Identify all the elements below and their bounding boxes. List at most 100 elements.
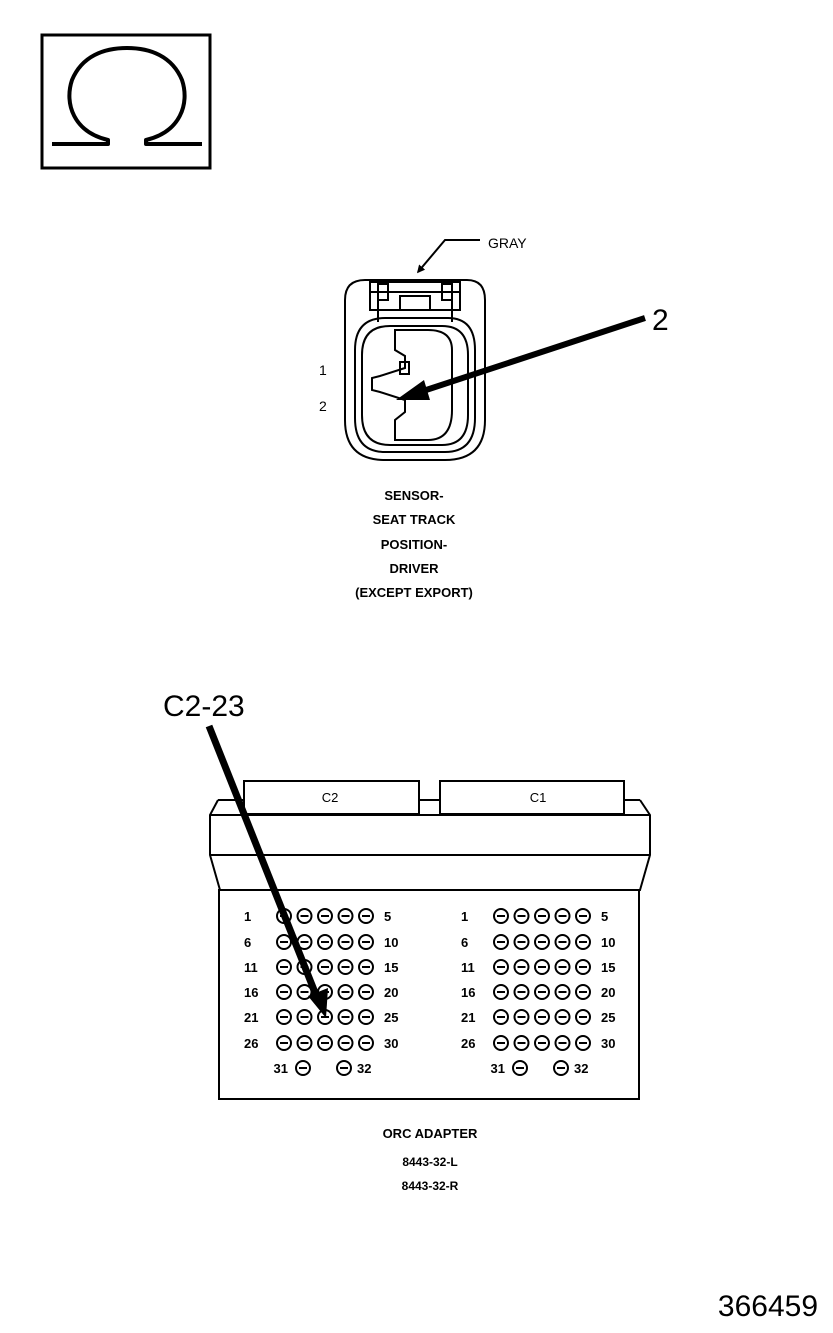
pin-socket-icon	[513, 984, 530, 1000]
pin-number-label: 10	[601, 935, 615, 950]
pin-socket-icon	[337, 1009, 354, 1025]
pin-number-label: 21	[461, 1010, 475, 1025]
pin-number-label: 1	[244, 909, 251, 924]
pin-number-label: 16	[244, 985, 258, 1000]
pin-number-label: 11	[461, 960, 475, 975]
pin-socket-icon	[512, 1060, 528, 1076]
pin-number-label: 31	[491, 1061, 505, 1076]
pin-socket-icon	[575, 959, 591, 975]
pin-number-label: 20	[601, 985, 615, 1000]
pin-number-label: 16	[461, 985, 475, 1000]
orc-adapter-body	[209, 780, 651, 1100]
pin-number-label: 6	[461, 935, 468, 950]
pin-socket-icon	[575, 908, 591, 924]
pin-socket-icon	[276, 934, 292, 950]
adapter-name-line: 8443-32-L	[402, 1155, 457, 1169]
sensor-name-line: POSITION-	[381, 537, 447, 552]
ohm-meter-icon	[40, 33, 212, 170]
pin-socket-icon	[554, 959, 571, 975]
pin-socket-icon	[296, 1009, 313, 1025]
pin-socket-icon	[513, 934, 530, 950]
pin-socket-icon	[358, 984, 374, 1000]
pin-socket-icon	[575, 1009, 591, 1025]
sensor-name-line: SENSOR-	[384, 488, 443, 503]
pin-number-label: 5	[384, 909, 391, 924]
pin-socket-icon	[358, 934, 374, 950]
pin-socket-icon	[337, 1035, 354, 1051]
pin-number-label: 20	[384, 985, 398, 1000]
pin-socket-icon	[317, 959, 333, 975]
pin-socket-icon	[358, 908, 374, 924]
pin-socket-icon	[513, 1035, 530, 1051]
pin-number-label: 26	[244, 1036, 258, 1051]
pin-socket-icon	[358, 1035, 374, 1051]
pin-socket-icon	[337, 959, 354, 975]
pin-number-label: 21	[244, 1010, 258, 1025]
pin-socket-icon	[317, 1035, 333, 1051]
pin-number-label: 15	[384, 960, 398, 975]
sensor-callout-label: 2	[652, 304, 669, 337]
pin-2-callout-arrow	[396, 315, 646, 400]
pin-number-label: 15	[601, 960, 615, 975]
pin-socket-icon	[493, 908, 509, 924]
pin-socket-icon	[554, 1009, 571, 1025]
pin-socket-icon	[575, 934, 591, 950]
pin-socket-icon	[296, 1035, 313, 1051]
pin-socket-icon	[358, 959, 374, 975]
pin-socket-icon	[337, 934, 354, 950]
sensor-name: SENSOR- SEAT TRACK POSITION- DRIVER (EXC…	[355, 488, 473, 600]
pin-socket-icon	[493, 1035, 509, 1051]
pin-socket-icon	[295, 1060, 311, 1076]
pin-number-label: 11	[244, 960, 258, 975]
sensor-name-line: (EXCEPT EXPORT)	[355, 585, 473, 600]
pin-number-label: 5	[601, 909, 608, 924]
pin-socket-icon	[513, 908, 530, 924]
pin-socket-icon	[575, 984, 591, 1000]
sensor-pin-1-label: 1	[319, 362, 327, 378]
sensor-connector	[344, 279, 486, 461]
pin-socket-icon	[493, 984, 509, 1000]
pin-socket-icon	[534, 959, 550, 975]
sensor-name-line: DRIVER	[389, 561, 439, 576]
pin-socket-icon	[337, 984, 354, 1000]
pin-socket-icon	[534, 908, 550, 924]
pin-number-label: 31	[274, 1061, 288, 1076]
pin-socket-icon	[534, 1009, 550, 1025]
pin-socket-icon	[534, 1035, 550, 1051]
wire-color-label: GRAY	[488, 235, 527, 251]
pin-socket-icon	[337, 908, 354, 924]
pin-socket-icon	[513, 959, 530, 975]
pin-socket-icon	[276, 1035, 292, 1051]
pin-number-label: 10	[384, 935, 398, 950]
pin-socket-icon	[276, 959, 292, 975]
pin-number-label: 25	[601, 1010, 615, 1025]
pin-number-label: 32	[357, 1061, 371, 1076]
figure-number: 366459	[718, 1290, 818, 1323]
adapter-name: ORC ADAPTER 8443-32-L 8443-32-R	[383, 1126, 478, 1193]
pin-number-label: 30	[384, 1036, 398, 1051]
pin-socket-icon	[513, 1009, 530, 1025]
adapter-name-line: 8443-32-R	[402, 1179, 459, 1193]
pin-socket-icon	[317, 908, 333, 924]
adapter-callout-label: C2-23	[163, 690, 245, 723]
pin-socket-icon	[276, 984, 292, 1000]
pin-socket-icon	[358, 1009, 374, 1025]
gray-leader-line	[416, 239, 480, 274]
pin-socket-icon	[534, 934, 550, 950]
pin-socket-icon	[317, 934, 333, 950]
c2-23-callout-arrow	[205, 724, 328, 1018]
pin-socket-icon	[336, 1060, 352, 1076]
pin-socket-icon	[534, 984, 550, 1000]
pin-socket-icon	[554, 934, 571, 950]
pin-socket-icon	[575, 1035, 591, 1051]
pin-socket-icon	[493, 1009, 509, 1025]
pin-socket-icon	[276, 1009, 292, 1025]
pin-socket-icon	[554, 908, 571, 924]
pin-socket-icon	[493, 959, 509, 975]
pin-socket-icon	[554, 984, 571, 1000]
pin-socket-icon	[554, 1035, 571, 1051]
pin-socket-icon	[296, 908, 313, 924]
pin-number-label: 26	[461, 1036, 475, 1051]
